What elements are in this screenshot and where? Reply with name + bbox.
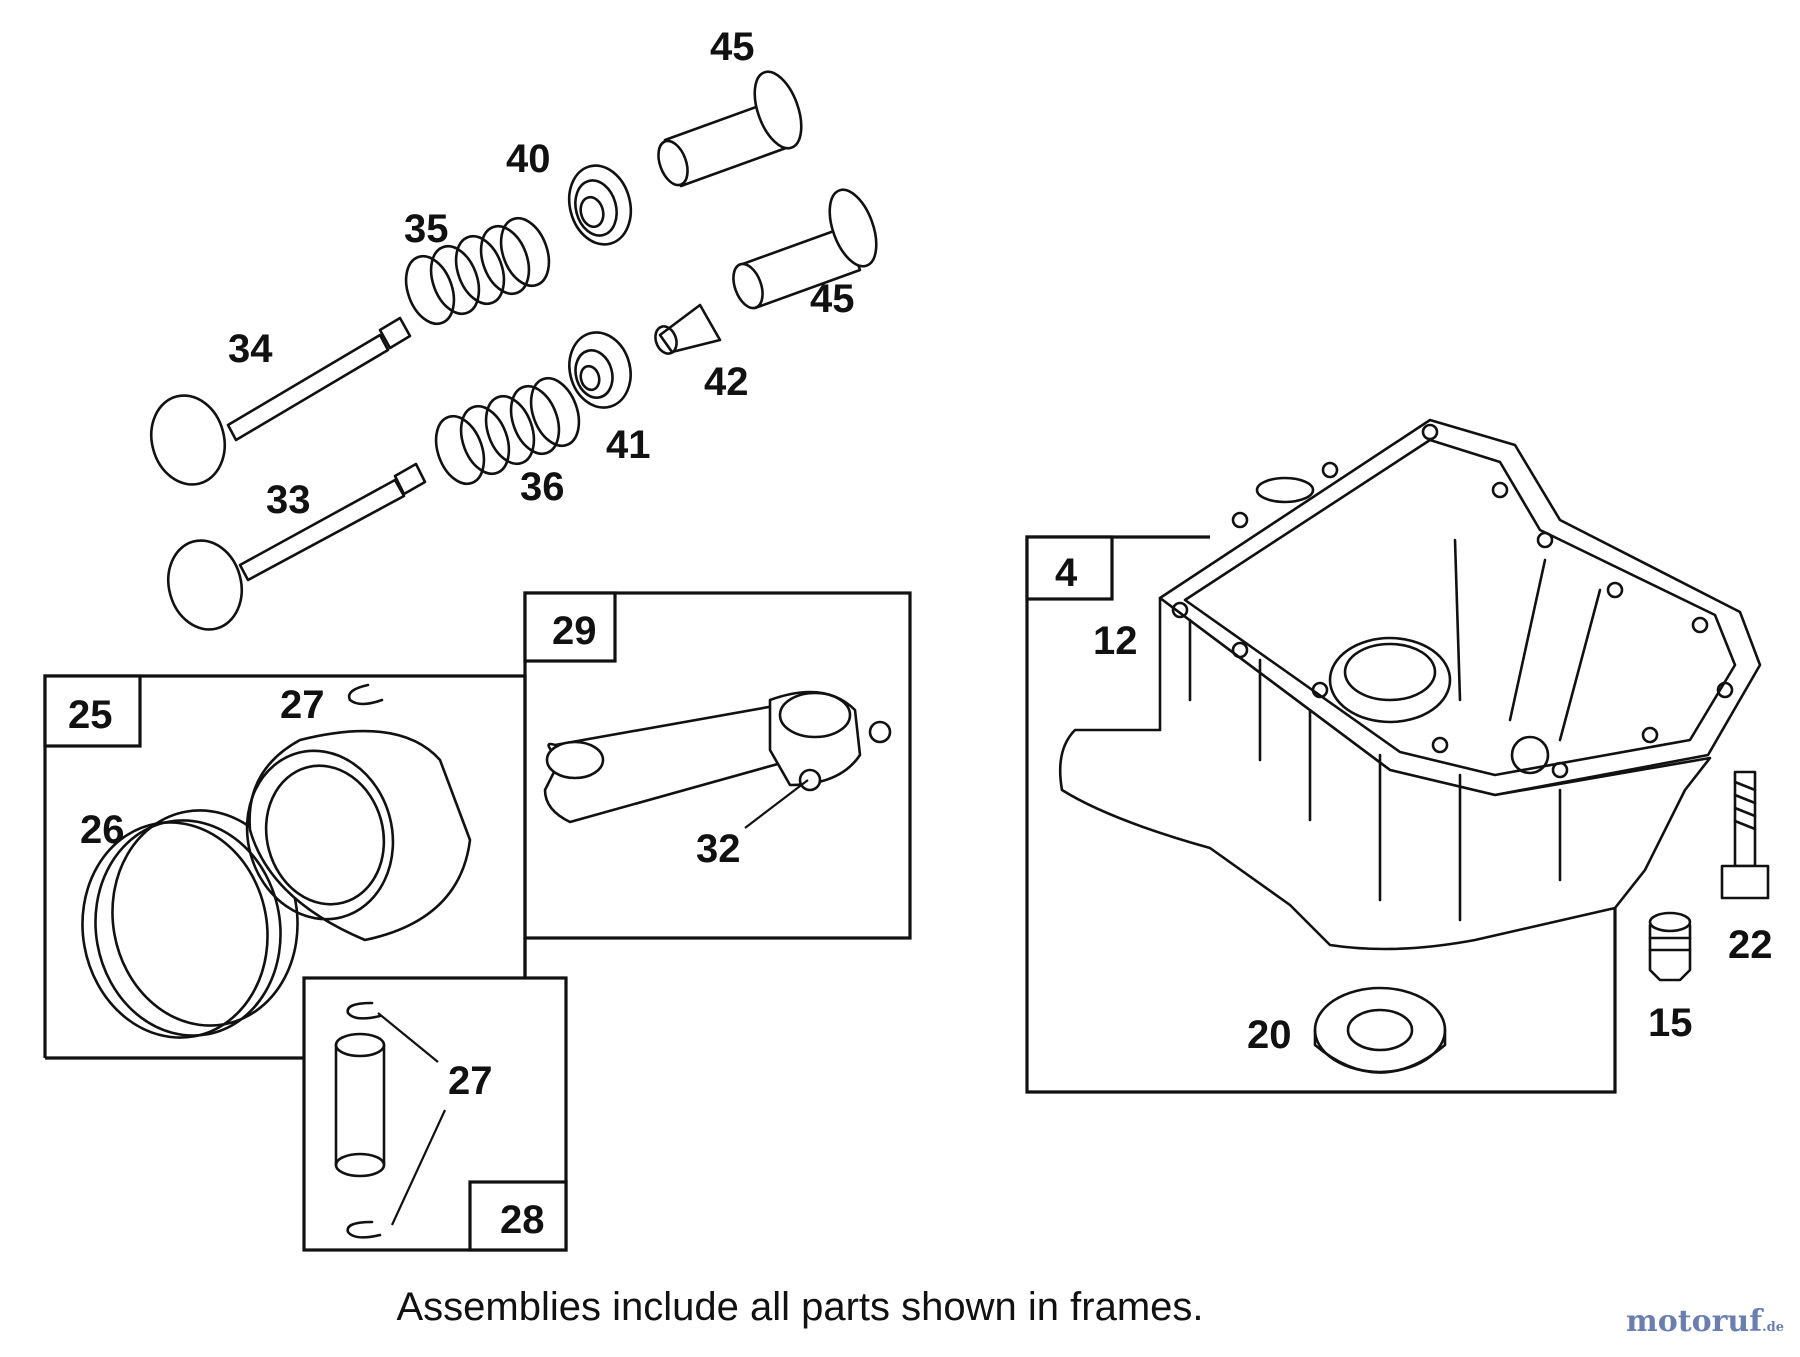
callout-25: 25 [68,693,113,737]
leader-27-lower [391,1109,446,1226]
callout-45-upper: 45 [710,25,755,69]
valve-45-lower [732,188,878,310]
valve-33 [167,462,427,631]
oil-drain-plug-15 [1648,911,1692,982]
frame-4-crankcase-cover [1025,535,1617,1094]
callout-29: 29 [552,609,597,653]
callout-27-lower: 27 [448,1059,493,1103]
assemblies-note: Assemblies include all parts shown in fr… [396,1285,1204,1329]
valve-retainer-40 [567,164,633,246]
callout-33: 33 [266,478,311,522]
leader-32 [744,779,809,829]
callout-22: 22 [1728,923,1773,967]
piston-rings-26 [81,809,299,1039]
callout-45-lower: 45 [810,277,855,321]
callout-41: 41 [606,423,651,467]
callout-27-upper: 27 [280,683,325,727]
piston [245,729,472,942]
callout-20: 20 [1247,1013,1292,1057]
callout-36: 36 [520,465,565,509]
piston-pin-clips-27 [346,1001,382,1239]
callout-28: 28 [500,1198,545,1242]
leader-27-upper [377,1012,439,1063]
crankcase-body [1058,476,1712,951]
bolt-22 [1720,770,1770,900]
piston-pin [334,1032,386,1178]
valve-45-upper [657,70,803,188]
callout-35: 35 [404,207,449,251]
callout-12: 12 [1093,619,1138,663]
valve-spring-36 [434,376,581,486]
callout-26: 26 [80,808,125,852]
callout-40: 40 [506,137,551,181]
oil-seal-20 [1313,986,1447,1074]
callout-4: 4 [1055,551,1078,595]
watermark-tld: .de [1762,1320,1784,1335]
valve-34 [150,316,412,486]
watermark-logo: motoruf.de [1626,1304,1784,1339]
connecting-rod [543,690,892,824]
gasket-bolt-holes [1171,423,1734,779]
callout-42: 42 [704,360,749,404]
piston-pin-clip-27-upper [347,683,384,706]
valve-keeper-42 [654,303,722,355]
callout-15: 15 [1648,1001,1693,1045]
frame-29-connecting-rod [523,591,912,940]
watermark-name: motoruf [1625,1304,1763,1339]
frame-28-piston-pin [302,938,568,1252]
callout-34: 34 [228,327,273,371]
valve-retainer-41 [568,331,632,409]
valve-spring-35 [404,216,551,326]
callout-32: 32 [696,827,741,871]
